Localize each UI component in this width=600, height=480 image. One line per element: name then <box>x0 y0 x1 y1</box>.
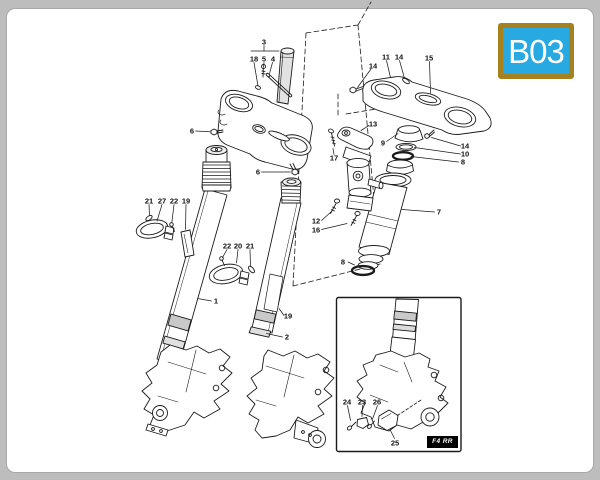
part-callout-19a: 19 <box>181 196 191 206</box>
variant-badge: F4 RR <box>427 436 458 448</box>
part-callout-20: 20 <box>233 241 243 251</box>
part-callout-11: 11 <box>382 52 390 62</box>
part-callout-21a: 21 <box>144 196 154 206</box>
part-callout-2: 2 <box>284 332 290 342</box>
part-callout-18: 18 <box>249 54 259 64</box>
part-callout-9: 9 <box>380 138 386 148</box>
part-callout-14c: 14 <box>460 141 470 151</box>
part-callout-27: 27 <box>157 196 167 206</box>
part-callout-16: 16 <box>311 225 321 235</box>
part-callout-13: 13 <box>368 119 378 129</box>
table-code-badge: B03 <box>498 23 574 79</box>
part-callout-6b: 6 <box>255 167 261 177</box>
leader-lines <box>148 45 461 439</box>
mv-logo-oval <box>252 124 266 134</box>
part-callout-10: 10 <box>460 149 470 159</box>
part-callout-4: 4 <box>270 54 276 64</box>
part-callout-12: 12 <box>311 216 321 226</box>
part-callout-23: 23 <box>357 397 367 407</box>
part-callout-3: 3 <box>261 37 267 47</box>
part-callout-15: 15 <box>424 53 434 63</box>
part-callout-14a: 14 <box>368 61 378 71</box>
part-callout-5: 5 <box>261 54 267 64</box>
part-callout-19b: 19 <box>283 311 293 321</box>
clamp-ring-left <box>135 214 195 258</box>
inset-detail-box <box>335 296 462 453</box>
fork-leg-left <box>141 145 233 437</box>
table-code-label: B03 <box>508 32 565 70</box>
part-callout-26: 26 <box>372 397 382 407</box>
fork-leg-right <box>246 177 335 448</box>
steering-lock-assembly <box>328 126 384 226</box>
part-callout-1: 1 <box>213 296 219 306</box>
upper-triple-clamp <box>210 47 313 176</box>
part-callout-22b: 22 <box>222 241 232 251</box>
lower-triple-clamp <box>349 76 492 277</box>
part-callout-6a: 6 <box>189 126 195 136</box>
part-callout-24: 24 <box>342 397 352 407</box>
part-callout-8a: 8 <box>460 157 466 167</box>
part-callout-7: 7 <box>436 207 442 217</box>
part-callout-21b: 21 <box>245 241 255 251</box>
part-callout-17: 17 <box>329 153 339 163</box>
part-callout-22a: 22 <box>169 196 179 206</box>
part-callout-25: 25 <box>390 438 400 448</box>
part-callout-8b: 8 <box>340 257 346 267</box>
part-callout-14b: 14 <box>394 52 404 62</box>
clamp-ring-right <box>208 256 255 286</box>
